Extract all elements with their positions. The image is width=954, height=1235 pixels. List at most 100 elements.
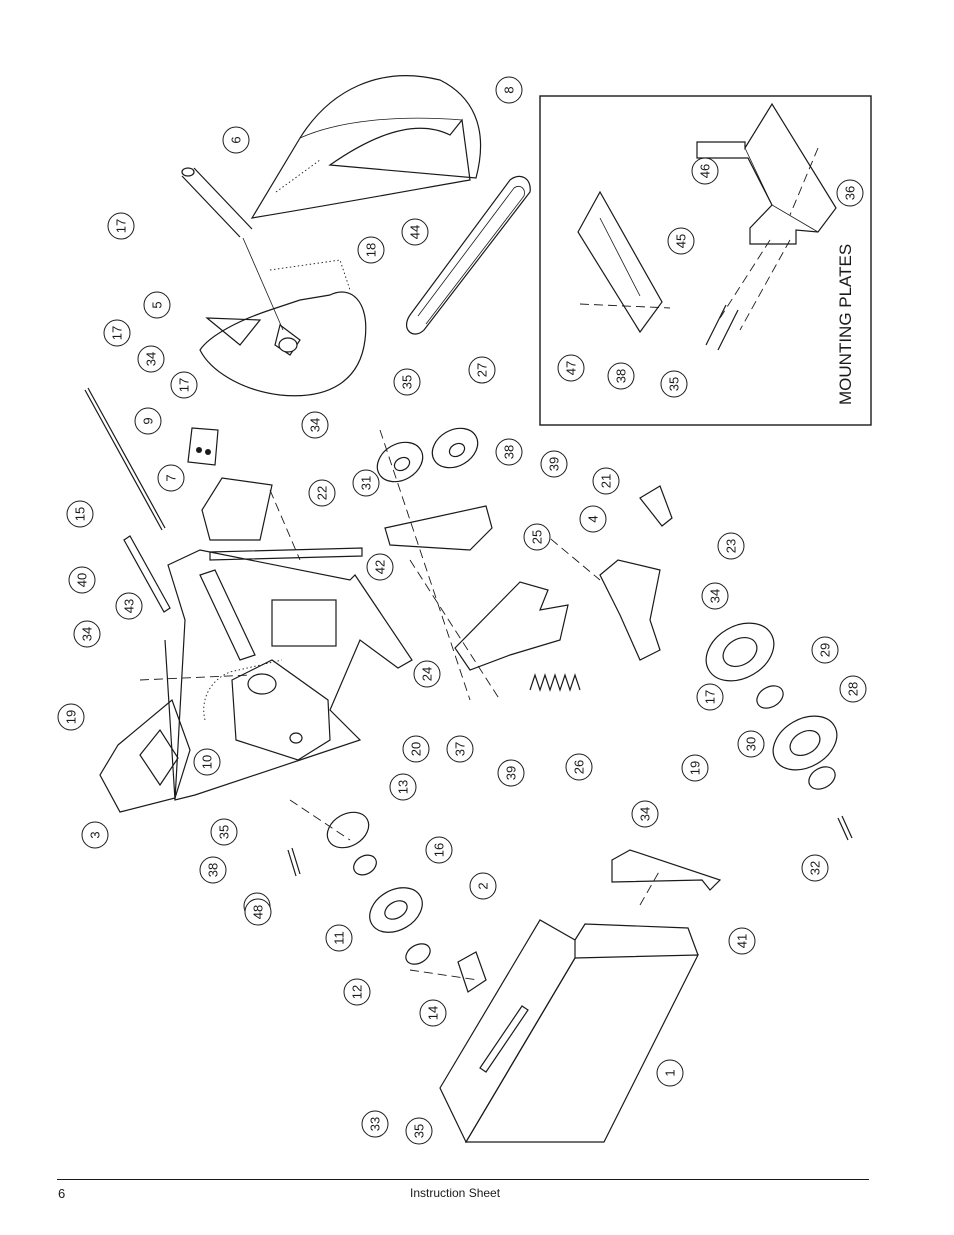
pulley-large bbox=[705, 622, 853, 841]
footer-title: Instruction Sheet bbox=[410, 1186, 501, 1200]
svg-text:23: 23 bbox=[724, 539, 739, 553]
inset-title: MOUNTING PLATES bbox=[836, 244, 855, 405]
svg-text:3: 3 bbox=[88, 831, 103, 838]
callout-46: 46 bbox=[691, 157, 719, 185]
svg-text:37: 37 bbox=[453, 742, 468, 756]
callout-28: 28 bbox=[839, 675, 867, 703]
svg-text:2: 2 bbox=[476, 882, 491, 889]
svg-text:45: 45 bbox=[674, 234, 689, 248]
svg-text:21: 21 bbox=[599, 474, 614, 488]
callout-21: 21 bbox=[592, 467, 620, 495]
callout-38: 38 bbox=[607, 362, 635, 390]
callout-40: 40 bbox=[68, 566, 96, 594]
svg-text:8: 8 bbox=[502, 86, 517, 93]
exploded-parts-diagram: MOUNTING PLATES bbox=[57, 75, 872, 1145]
leader-dash bbox=[379, 429, 601, 701]
callout-42: 42 bbox=[366, 553, 394, 581]
svg-text:22: 22 bbox=[315, 486, 330, 500]
svg-text:39: 39 bbox=[504, 766, 519, 780]
callout-32: 32 bbox=[801, 854, 829, 882]
svg-text:17: 17 bbox=[703, 690, 718, 704]
svg-text:18: 18 bbox=[364, 243, 379, 257]
callout-34: 34 bbox=[73, 620, 101, 648]
callout-20: 20 bbox=[402, 735, 430, 763]
svg-text:17: 17 bbox=[110, 326, 125, 340]
main-housing bbox=[139, 489, 413, 841]
callout-35: 35 bbox=[405, 1117, 433, 1145]
callout-16: 16 bbox=[425, 836, 453, 864]
callout-29: 29 bbox=[811, 636, 839, 664]
svg-text:40: 40 bbox=[75, 573, 90, 587]
callout-30: 30 bbox=[737, 730, 765, 758]
callout-34: 34 bbox=[137, 345, 165, 373]
svg-text:25: 25 bbox=[530, 530, 545, 544]
bracket-22 bbox=[384, 505, 493, 551]
callout-24: 24 bbox=[413, 660, 441, 688]
svg-text:9: 9 bbox=[141, 417, 156, 424]
svg-text:33: 33 bbox=[368, 1117, 383, 1131]
callout-2: 2 bbox=[469, 872, 497, 900]
bracket-23 bbox=[599, 559, 661, 661]
callout-34: 34 bbox=[701, 582, 729, 610]
callout-17: 17 bbox=[103, 319, 131, 347]
svg-text:4: 4 bbox=[586, 515, 601, 522]
svg-text:34: 34 bbox=[708, 589, 723, 603]
callout-22: 22 bbox=[308, 479, 336, 507]
callout-34: 34 bbox=[301, 411, 329, 439]
callout-31: 31 bbox=[352, 469, 380, 497]
discharge-chute bbox=[250, 75, 482, 219]
svg-text:34: 34 bbox=[80, 627, 95, 641]
callout-14: 14 bbox=[419, 999, 447, 1027]
callout-12: 12 bbox=[343, 978, 371, 1006]
svg-text:24: 24 bbox=[420, 667, 435, 681]
pulley-lower bbox=[287, 811, 431, 965]
callout-9: 9 bbox=[134, 407, 162, 435]
svg-text:14: 14 bbox=[426, 1006, 441, 1020]
svg-text:39: 39 bbox=[547, 457, 562, 471]
svg-text:29: 29 bbox=[818, 643, 833, 657]
callout-38: 38 bbox=[495, 438, 523, 466]
svg-text:34: 34 bbox=[638, 807, 653, 821]
callout-18: 18 bbox=[357, 236, 385, 264]
svg-text:35: 35 bbox=[217, 825, 232, 839]
svg-text:5: 5 bbox=[150, 301, 165, 308]
callout-5: 5 bbox=[143, 291, 171, 319]
callout-45: 45 bbox=[667, 227, 695, 255]
callout-7: 7 bbox=[157, 464, 185, 492]
drive-belt bbox=[405, 175, 531, 335]
bar-44 bbox=[209, 547, 363, 561]
svg-text:7: 7 bbox=[164, 474, 179, 481]
callout-13: 13 bbox=[389, 773, 417, 801]
svg-text:35: 35 bbox=[667, 377, 682, 391]
svg-text:20: 20 bbox=[409, 742, 424, 756]
svg-text:15: 15 bbox=[73, 507, 88, 521]
mounting-plates-inset: MOUNTING PLATES bbox=[539, 95, 872, 426]
svg-text:26: 26 bbox=[572, 760, 587, 774]
svg-text:43: 43 bbox=[122, 599, 137, 613]
bracket-21 bbox=[639, 485, 673, 527]
svg-text:30: 30 bbox=[744, 737, 759, 751]
svg-text:19: 19 bbox=[688, 761, 703, 775]
svg-text:13: 13 bbox=[396, 780, 411, 794]
decal-2 bbox=[457, 951, 487, 993]
decal-9 bbox=[187, 427, 219, 466]
callout-39: 39 bbox=[497, 759, 525, 787]
callout-11: 11 bbox=[325, 924, 353, 952]
svg-text:31: 31 bbox=[359, 476, 374, 490]
callout-39: 39 bbox=[540, 450, 568, 478]
page-number: 6 bbox=[58, 1186, 66, 1201]
callout-38: 38 bbox=[199, 856, 227, 884]
callout-3: 3 bbox=[81, 821, 109, 849]
callout-19: 19 bbox=[57, 703, 85, 731]
callout-36: 36 bbox=[836, 179, 864, 207]
spring-26 bbox=[529, 673, 581, 692]
svg-text:47: 47 bbox=[564, 361, 579, 375]
belt-guard-cover bbox=[409, 869, 699, 1144]
part-callouts: 1234567891011121314151617171717181919202… bbox=[57, 76, 867, 1145]
svg-text:44: 44 bbox=[408, 225, 423, 239]
callout-47: 47 bbox=[557, 354, 585, 382]
pulley-upper bbox=[376, 427, 479, 483]
svg-text:19: 19 bbox=[64, 710, 79, 724]
plate-42 bbox=[611, 849, 722, 891]
svg-text:36: 36 bbox=[843, 186, 858, 200]
